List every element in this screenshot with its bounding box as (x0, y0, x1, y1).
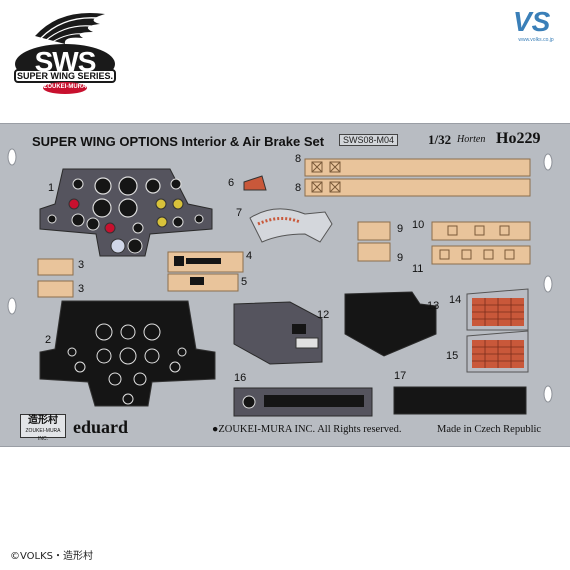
volks-brand-mark: VS www.volks.co.jp (505, 6, 567, 46)
wing-emblem-icon (14, 12, 116, 94)
fret-aircraft-model: Ho229 (496, 130, 541, 147)
part-number: 9 (397, 223, 404, 235)
part-number: 4 (246, 250, 253, 262)
part-number: 15 (446, 350, 459, 362)
part-number: 13 (427, 300, 440, 312)
part-number: 16 (234, 372, 247, 384)
fret-made-in: Made in Czech Republic (437, 424, 542, 435)
part-number: 12 (317, 309, 330, 321)
fret-scale: 1/32 (428, 132, 452, 147)
fret-code: SWS08-M04 (339, 134, 399, 146)
part-number: 8 (295, 153, 302, 165)
eduard-logo: eduard (73, 417, 129, 437)
fret-title: SUPER WING OPTIONS Interior & Air Brake … (32, 134, 325, 149)
part-6 (243, 175, 267, 191)
part-number: 5 (241, 276, 248, 288)
logo-main: SWS (34, 46, 97, 77)
brand-mark-tagline: www.volks.co.jp (518, 37, 554, 43)
part-number: 9 (397, 252, 404, 264)
part-number: 1 (48, 182, 55, 194)
brand-mark-text: VS (513, 6, 551, 37)
fret-artwork (7, 148, 553, 417)
small-logo-text: 造形村 (28, 415, 58, 426)
part-number: 17 (394, 370, 407, 382)
part-number: 6 (228, 177, 235, 189)
small-logo: 造形村 ZOUKEI-MURA INC. (20, 414, 66, 442)
part-number: 10 (412, 219, 425, 231)
part-number: 8 (295, 182, 302, 194)
sws-logo: SWS SUPER WING SERIES. ZOUKEI-MURA (5, 6, 125, 98)
part-number: 3 (78, 259, 85, 271)
part-number: 7 (236, 207, 243, 219)
small-logo-sub: ZOUKEI-MURA INC. (25, 428, 61, 442)
part-number: 3 (78, 283, 85, 295)
part-1-panel (39, 168, 213, 257)
part-number: 2 (45, 334, 52, 346)
fret-copyright: ●ZOUKEI-MURA INC. All Rights reserved. (212, 424, 402, 435)
air-brake-grid (472, 298, 524, 368)
part-number: 14 (449, 294, 462, 306)
logo-maker: ZOUKEI-MURA (43, 84, 87, 90)
photo-etch-fret: SUPER WING OPTIONS Interior & Air Brake … (0, 123, 570, 447)
fret-aircraft-script: Horten (457, 134, 486, 145)
logo-sub: SUPER WING SERIES. (16, 71, 114, 81)
part-8-strips (304, 158, 531, 197)
part-number: 11 (412, 263, 424, 275)
footer-copyright: ©VOLKS・造形村 (10, 551, 94, 562)
